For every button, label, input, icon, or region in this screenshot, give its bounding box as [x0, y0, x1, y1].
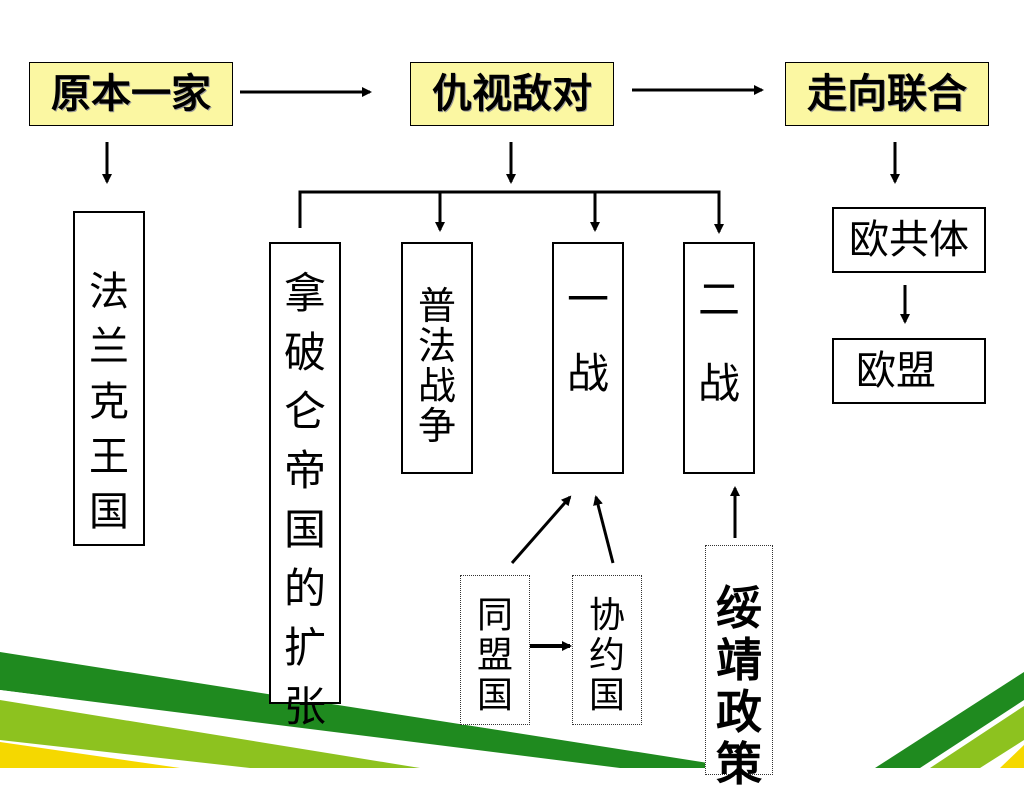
stage-union-label: 走向联合 — [807, 71, 967, 117]
ww1-box: 一 战 — [552, 242, 624, 474]
ww2-char-1: 二 — [697, 275, 740, 324]
franco-prussian-war-label: 普法战争 — [418, 284, 457, 448]
connector-arrows — [102, 85, 910, 651]
stage-original-family-label: 原本一家 — [51, 71, 211, 117]
ec-label: 欧共体 — [849, 217, 969, 263]
triple-alliance-box: 同盟国 — [460, 575, 530, 725]
ww1-char-2: 战 — [566, 349, 609, 398]
ww2-box: 二 战 — [683, 242, 755, 474]
stage-hostility-label: 仇视敌对 — [432, 71, 592, 117]
frankish-kingdom-label: 法兰克王国 — [89, 269, 129, 535]
background-stripes — [0, 652, 1024, 768]
appeasement-policy-box: 绥靖政策 — [705, 545, 773, 790]
arrow-entente-to-ww1 — [593, 495, 615, 564]
triple-entente-label: 协约国 — [589, 595, 626, 716]
ww2-char-2: 战 — [697, 359, 740, 408]
eu-box: 欧盟 — [832, 338, 986, 404]
napoleon-expansion-label: 拿破仑帝国的扩张 — [284, 269, 327, 731]
stage-hostility: 仇视敌对 — [410, 62, 614, 126]
triple-alliance-label: 同盟国 — [477, 595, 514, 716]
stage-union: 走向联合 — [785, 62, 989, 126]
arrow-alliance-to-ww1 — [510, 495, 572, 564]
triple-entente-box: 协约国 — [572, 575, 642, 725]
franco-prussian-war-box: 普法战争 — [401, 242, 473, 474]
appeasement-policy-label: 绥靖政策 — [716, 581, 762, 791]
stage-original-family: 原本一家 — [29, 62, 233, 126]
eu-label: 欧盟 — [856, 348, 936, 394]
napoleon-expansion-box: 拿破仑帝国的扩张 — [269, 242, 341, 731]
ww1-char-1: 一 — [566, 275, 609, 324]
frankish-kingdom-box: 法兰克王国 — [73, 211, 145, 546]
branch-bar — [298, 190, 724, 234]
ec-box: 欧共体 — [832, 207, 986, 273]
